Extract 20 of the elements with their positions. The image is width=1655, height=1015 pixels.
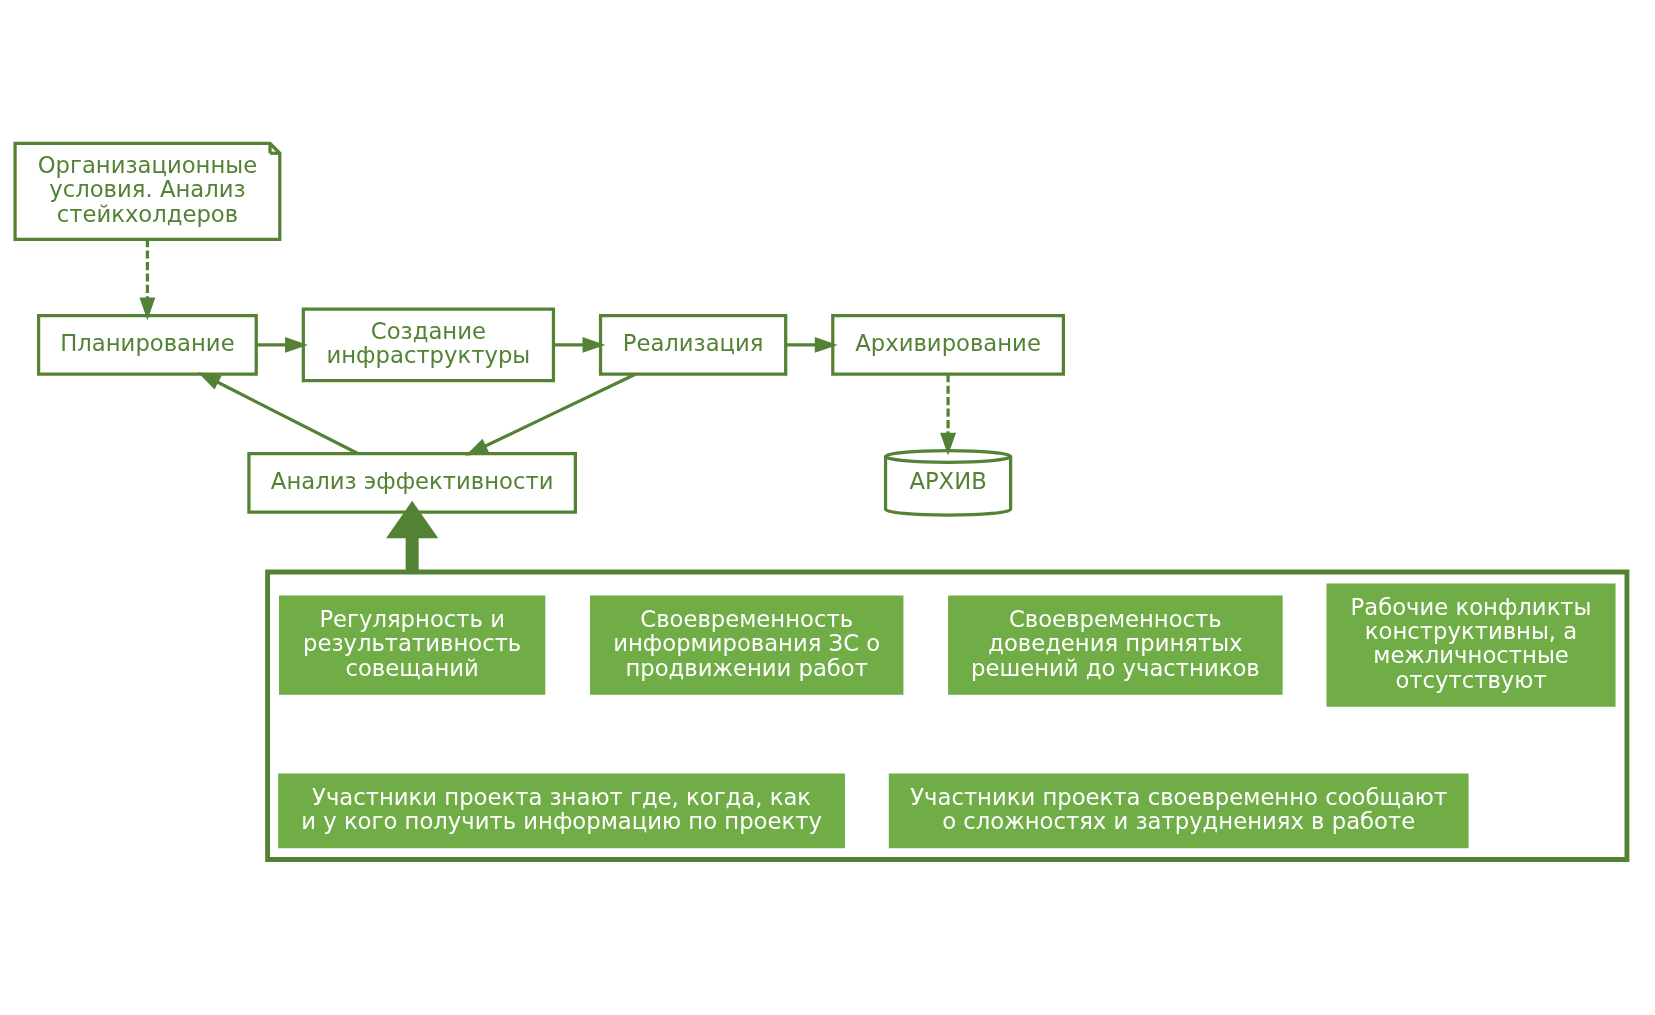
cluster xyxy=(265,569,1630,862)
node-box: Архивирование xyxy=(831,313,1065,376)
arrow xyxy=(139,238,156,320)
node-box: Своевременность информирования ЗС о продвижении работ xyxy=(590,595,904,695)
node-box: Рабочие конфликты конструктивны, а межличностные отсутствуют xyxy=(1326,582,1616,707)
arrow xyxy=(197,371,359,455)
arrow xyxy=(553,336,606,353)
arrow xyxy=(785,336,838,353)
arrow xyxy=(386,500,439,572)
node-box: Своевременность доведения принятых решений до участников xyxy=(948,595,1283,695)
node-box: Создание инфраструктуры xyxy=(301,307,556,382)
arrow xyxy=(256,336,308,353)
node-box: Участники проекта своевременно сообщают о сложностях и затруднениях в работе xyxy=(888,772,1469,848)
arrow xyxy=(465,372,636,456)
node-box: Анализ эффективности xyxy=(247,451,577,514)
node-box: Реализация xyxy=(598,313,788,376)
arrow xyxy=(940,373,957,455)
node-box: Участники проекта знают где, когда, как и у кого получить информацию по проекту xyxy=(278,772,845,848)
node-box: Регулярность и результативность совещаний xyxy=(278,595,546,695)
node-box: Планирование xyxy=(37,313,258,376)
